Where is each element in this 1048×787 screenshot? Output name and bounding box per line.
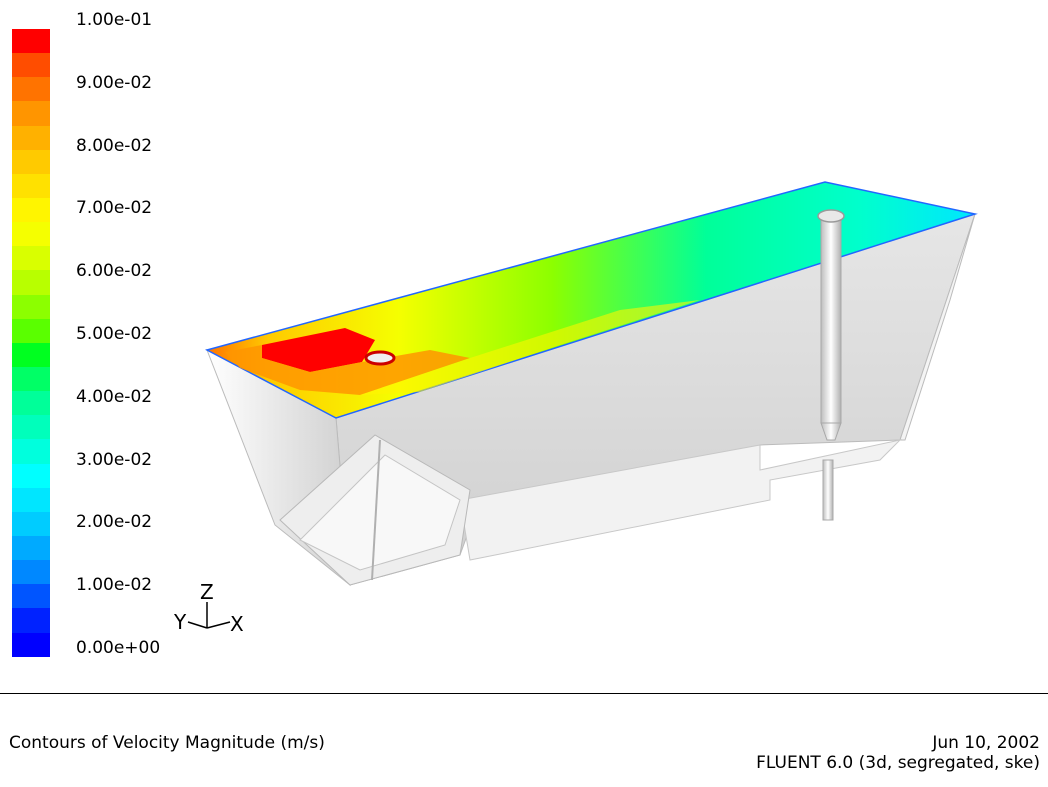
legend-color-segment <box>12 222 50 247</box>
high-velocity-zone <box>262 328 375 372</box>
inlet-pipe-top <box>364 350 396 366</box>
legend-color-segment <box>12 511 50 536</box>
legend-color-segment <box>12 149 50 174</box>
legend-color-segment <box>12 270 50 295</box>
legend-color-segment <box>12 294 50 319</box>
color-legend-bar <box>12 29 50 657</box>
legend-tick-label: 2.00e-02 <box>76 512 153 533</box>
legend-color-segment <box>12 632 50 657</box>
outlet-pipe-top <box>817 209 845 223</box>
legend-color-segment <box>12 173 50 198</box>
legend-tick-label: 1.00e-02 <box>76 575 153 596</box>
legend-color-segment <box>12 77 50 102</box>
legend-tick-label: 8.00e-02 <box>76 135 153 156</box>
legend-color-segment <box>12 463 50 488</box>
legend-color-segment <box>12 487 50 512</box>
tank-outlet-block <box>459 439 902 561</box>
outlet-pipe-lower <box>822 459 834 521</box>
legend-tick-label: 6.00e-02 <box>76 261 153 282</box>
yellow-band <box>360 300 700 395</box>
plot-caption: Contours of Velocity Magnitude (m/s) <box>9 733 325 753</box>
legend-color-segment <box>12 439 50 464</box>
legend-tick-label: 7.00e-02 <box>76 198 153 219</box>
plot-date: Jun 10, 2002 <box>932 733 1040 753</box>
inlet-ridge <box>371 439 381 581</box>
legend-tick-label: 4.00e-02 <box>76 386 153 407</box>
legend-color-segment <box>12 101 50 126</box>
outlet-pipe-cone <box>820 422 842 441</box>
legend-color-segment <box>12 125 50 150</box>
legend-color-segment <box>12 246 50 271</box>
coordinate-axes-triad: Z Y X <box>170 580 250 640</box>
legend-color-segment <box>12 197 50 223</box>
footer-divider <box>0 693 1048 694</box>
legend-tick-label: 0.00e+00 <box>76 638 161 658</box>
legend-color-segment <box>12 53 50 78</box>
legend-tick-label: 1.00e-01 <box>76 10 153 30</box>
tank-right-wall <box>899 213 976 441</box>
legend-tick-label: 5.00e-02 <box>76 324 153 344</box>
legend-color-segment <box>12 342 50 367</box>
legend-color-segment <box>12 584 50 609</box>
tank-contour-plot <box>204 181 978 587</box>
medium-velocity-zone <box>225 345 470 395</box>
axis-y-label: Y <box>174 610 187 634</box>
legend-color-segment <box>12 415 50 440</box>
legend-color-segment <box>12 560 50 585</box>
legend-color-segment <box>12 29 50 54</box>
legend-color-segment <box>12 535 50 561</box>
inlet-ramp <box>299 454 461 571</box>
legend-tick-label: 3.00e-02 <box>76 449 153 470</box>
outlet-pipe <box>820 217 842 424</box>
solver-info: FLUENT 6.0 (3d, segregated, ske) <box>756 753 1040 773</box>
legend-color-segment <box>12 391 50 416</box>
legend-tick-label: 9.00e-02 <box>76 72 153 93</box>
axis-x-label: X <box>230 612 244 636</box>
plot-meta: Jun 10, 2002 FLUENT 6.0 (3d, segregated,… <box>756 733 1040 773</box>
legend-color-segment <box>12 318 50 343</box>
legend-color-segment <box>12 366 50 392</box>
legend-color-segment <box>12 608 50 633</box>
axis-z-label: Z <box>200 580 214 604</box>
